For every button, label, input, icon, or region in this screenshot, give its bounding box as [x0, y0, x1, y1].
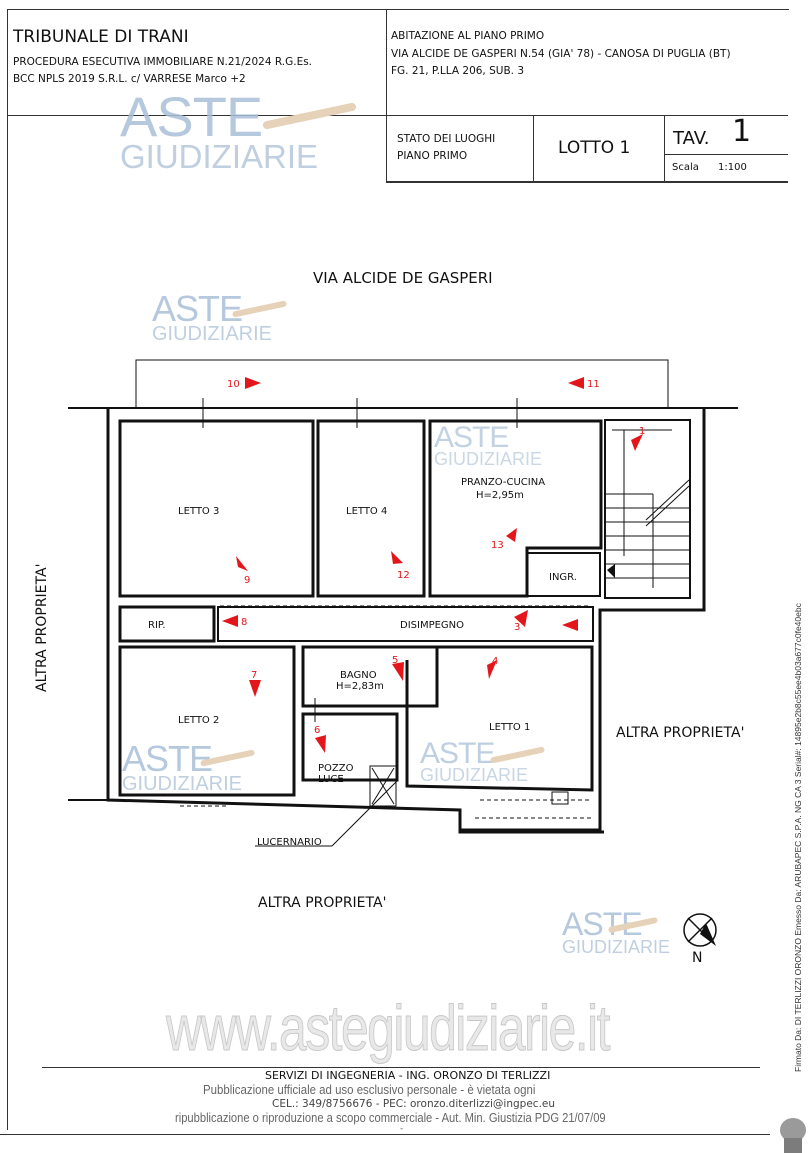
- camera-point-9-icon: [236, 556, 248, 571]
- divider: [664, 154, 788, 155]
- room-ripostiglio: RIP.: [148, 620, 166, 631]
- aste-logo-watermark: ASTE GIUDIZIARIE: [434, 421, 543, 469]
- tav-label: TAV.: [673, 128, 710, 149]
- photo-points: [222, 377, 643, 753]
- room-height-bagno: H=2,83m: [336, 681, 384, 692]
- entrance-icon: [607, 564, 615, 578]
- divider: [7, 115, 788, 116]
- room-height-cucina: H=2,95m: [476, 490, 524, 501]
- logo-giudiziarie-text: GIUDIZIARIE: [434, 449, 543, 469]
- camera-point-12-icon: [391, 551, 403, 564]
- room-pranzo-cucina: PRANZO-CUCINA: [461, 477, 545, 488]
- aste-logo-watermark: ASTE GIUDIZIARIE: [122, 738, 243, 796]
- state-line1: STATO DEI LUOGHI: [397, 133, 496, 145]
- property-type: ABITAZIONE AL PIANO PRIMO: [391, 30, 545, 42]
- camera-point-2-icon: [562, 619, 578, 631]
- camera-point-3-icon: [514, 610, 528, 627]
- lot-label: LOTTO 1: [558, 138, 631, 158]
- logo-aste-text: ASTE: [152, 288, 243, 329]
- procedure-number: PROCEDURA ESECUTIVA IMMOBILIARE N.21/202…: [13, 56, 313, 68]
- skylight-label: LUCERNARIO: [257, 837, 322, 848]
- room-bagno: BAGNO: [340, 670, 377, 681]
- camera-point-10-icon: [245, 377, 261, 389]
- camera-point-7-icon: [249, 680, 261, 697]
- logo-giudiziarie-text: GIUDIZIARIE: [152, 323, 273, 346]
- photo-point-label: 4: [492, 656, 498, 667]
- photo-point-label: 13: [491, 540, 504, 551]
- scale-label: Scala: [672, 162, 699, 173]
- right-neighbor-label: ALTRA PROPRIETA': [616, 725, 744, 741]
- aste-logo-watermark: ASTE GIUDIZIARIE: [420, 737, 529, 785]
- room-letto-2: LETTO 2: [178, 715, 219, 726]
- left-neighbor-label: ALTRA PROPRIETA': [34, 564, 50, 692]
- divider: [664, 115, 665, 181]
- aste-logo-watermark: ASTE GIUDIZIARIE: [152, 288, 273, 346]
- sheet-frame: [7, 9, 789, 1130]
- room-letto-4: LETTO 4: [346, 506, 387, 517]
- dash: -: [400, 1124, 404, 1134]
- firm-name: SERVIZI DI INGEGNERIA - ING. ORONZO DI T…: [265, 1069, 551, 1082]
- seal-ribbon-icon: [784, 1138, 802, 1153]
- photo-point-label: 3: [514, 622, 520, 633]
- photo-point-label: 10: [227, 379, 240, 390]
- divider: [386, 181, 788, 183]
- room-pozzo: POZZO: [318, 763, 354, 774]
- cadastral-data: FG. 21, P.LLA 206, SUB. 3: [391, 65, 525, 77]
- logo-giudiziarie-text: GIUDIZIARIE: [562, 936, 671, 957]
- firm-contacts: CEL.: 349/8756676 - PEC: oronzo.diterliz…: [272, 1098, 556, 1110]
- room-disimpegno: DISIMPEGNO: [400, 620, 464, 631]
- logo-giudiziarie-text: GIUDIZIARIE: [420, 765, 529, 785]
- camera-point-5-icon: [392, 662, 404, 681]
- tav-number: 1: [732, 114, 752, 149]
- street-label: VIA ALCIDE DE GASPERI: [313, 269, 493, 287]
- divider: [386, 9, 387, 181]
- photo-point-label: 11: [587, 379, 600, 390]
- room-luce: LUCE: [318, 774, 344, 785]
- court-title: TRIBUNALE DI TRANI: [13, 27, 189, 47]
- publication-notice-2: ripubblicazione o riproduzione a scopo c…: [175, 1110, 606, 1125]
- divider: [42, 1067, 760, 1068]
- logo-aste-text: ASTE: [434, 421, 509, 454]
- north-label: N: [692, 950, 702, 966]
- logo-aste-text: ASTE: [120, 85, 263, 148]
- camera-point-1-icon: [631, 434, 643, 451]
- state-line2: PIANO PRIMO: [397, 150, 468, 162]
- logo-aste-text: ASTE: [122, 738, 213, 779]
- photo-point-label: 7: [251, 670, 257, 681]
- digital-signature: Firmato Da: DI TERLIZZI ORONZO Emesso Da…: [793, 603, 803, 1072]
- room-letto-3: LETTO 3: [178, 506, 219, 517]
- photo-point-label: 6: [314, 725, 320, 736]
- camera-point-8-icon: [222, 615, 238, 627]
- camera-point-4-icon: [487, 660, 497, 679]
- website-watermark: www.astegiudiziarie.it: [166, 992, 611, 1064]
- camera-point-13-icon: [506, 528, 517, 542]
- camera-point-6-icon: [315, 735, 326, 753]
- photo-point-label: 5: [392, 655, 398, 666]
- publication-notice-1: Pubblicazione ufficiale ad uso esclusivo…: [203, 1082, 536, 1097]
- photo-point-label: 9: [244, 575, 250, 586]
- photo-point-label: 12: [397, 570, 410, 581]
- logo-giudiziarie-text: GIUDIZIARIE: [122, 773, 243, 796]
- bottom-neighbor-label: ALTRA PROPRIETA': [258, 895, 386, 911]
- logo-aste-text: ASTE: [420, 737, 495, 770]
- parties: BCC NPLS 2019 S.R.L. c/ VARRESE Marco +2: [13, 73, 246, 85]
- photo-point-label: 1: [639, 426, 645, 437]
- photo-point-label: 8: [241, 617, 247, 628]
- camera-point-11-icon: [568, 377, 584, 389]
- room-letto-1: LETTO 1: [489, 722, 530, 733]
- scale-value: 1:100: [718, 162, 747, 173]
- property-address: VIA ALCIDE DE GASPERI N.54 (GIA' 78) - C…: [391, 48, 731, 60]
- logo-giudiziarie-text: GIUDIZIARIE: [120, 138, 319, 176]
- divider: [533, 115, 534, 181]
- photo-point-label: 2: [571, 620, 577, 631]
- aste-logo-watermark: ASTE GIUDIZIARIE: [120, 85, 319, 176]
- room-ingresso: INGR.: [549, 572, 577, 583]
- divider: [0, 1134, 770, 1135]
